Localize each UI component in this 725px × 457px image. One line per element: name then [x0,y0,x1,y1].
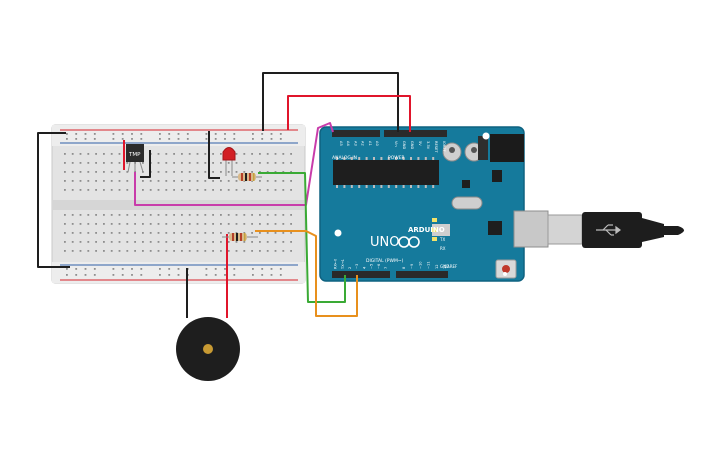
power-pin-label: IOREF [442,141,446,152]
resistor-led[interactable] [232,173,262,181]
power-pin-labels: IOREF RESET 3.3V 5V GND GND Vin [394,141,446,153]
wires [37,72,411,318]
digital-pin-label: ~3 [355,264,359,269]
l-led [432,218,437,222]
rx-led [432,237,437,241]
power-pin-label: GND [402,141,406,149]
arduino-logo [398,236,420,248]
piezo-buzzer[interactable] [176,317,240,381]
usb-symbol-icon [596,224,621,236]
usb-cable[interactable] [547,212,684,248]
power-pin-label: 5V [418,141,422,146]
smd-component [432,224,450,236]
wire-black-left[interactable] [37,132,70,268]
analog-pin-label: A1 [368,141,372,146]
analog-header-label: ANALOG IN [332,155,357,161]
analog-pin-label: A4 [346,141,350,146]
board-brand-label: ARDUINO [408,226,445,234]
breadboard-holes [64,133,292,276]
resistor-buzzer[interactable] [222,233,258,241]
red-led[interactable] [222,147,236,177]
digital-header-strip-high [396,271,448,278]
power-header-label: POWER [388,155,405,161]
l-led-label: L [440,227,443,232]
digital-pin-label: 4 [362,266,366,269]
sensor-label: TMP [128,152,141,158]
temperature-sensor[interactable]: TMP [126,144,144,173]
power-pin-label: Vin [394,141,398,147]
power-jack [490,134,524,162]
power-header-strip [384,130,447,137]
digital-pin-label: TX→1 [341,259,345,270]
usb-chip [488,221,502,235]
power-pin-label: RESET [434,141,438,153]
digital-pin-label: 12 [435,264,439,269]
rx-led-label: RX [440,246,446,251]
small-ic [462,180,470,188]
usb-port [513,210,549,248]
digital-pin-label: ~6 [377,263,381,269]
power-pin-label: 3.3V [426,141,430,150]
atmega-chip [333,160,439,185]
arduino-uno-board[interactable]: UNO ARDUINO DIGITAL (PWM~) ANALOG IN POW… [319,126,549,282]
analog-pin-label: A3 [353,141,357,146]
digital-pin-label: 7 [384,267,388,269]
power-pin-label: GND [410,141,414,149]
digital-pin-label: ~5 [370,264,374,269]
aref-label: AREF [447,264,458,269]
digital-pin-label: ~9 [410,263,414,269]
analog-header-strip [332,130,380,137]
digital-pin-label: 8 [402,266,406,269]
regulator [492,170,502,182]
analog-pin-label: A0 [375,141,379,146]
digital-header-label: DIGITAL (PWM~) [366,258,404,264]
wire-black-top[interactable] [262,72,399,132]
analog-pin-label: A2 [361,141,365,146]
chip-pins [336,157,435,188]
digital-pin-label: 13 [443,264,447,269]
analog-pin-label: A5 [339,141,343,146]
tx-led-label: TX [439,237,445,242]
wire-black-led[interactable] [208,131,220,179]
digital-pin-label: ~10 [418,261,422,269]
board-model-label: UNO [370,235,399,250]
gnd-label: GND [440,264,449,269]
digital-pin-label: RX←0 [334,258,338,269]
digital-header-strip-low [332,271,390,278]
crystal [451,196,483,210]
digital-pin-label: ~11 [427,261,431,269]
tx-led [432,228,437,232]
wire-black-sensor[interactable] [140,150,151,178]
wire-magenta[interactable] [134,122,334,206]
digital-pin-label: 2 [348,267,352,269]
wire-green[interactable] [258,172,346,303]
wire-orange[interactable] [255,230,358,317]
wire-red-top[interactable] [287,95,411,132]
